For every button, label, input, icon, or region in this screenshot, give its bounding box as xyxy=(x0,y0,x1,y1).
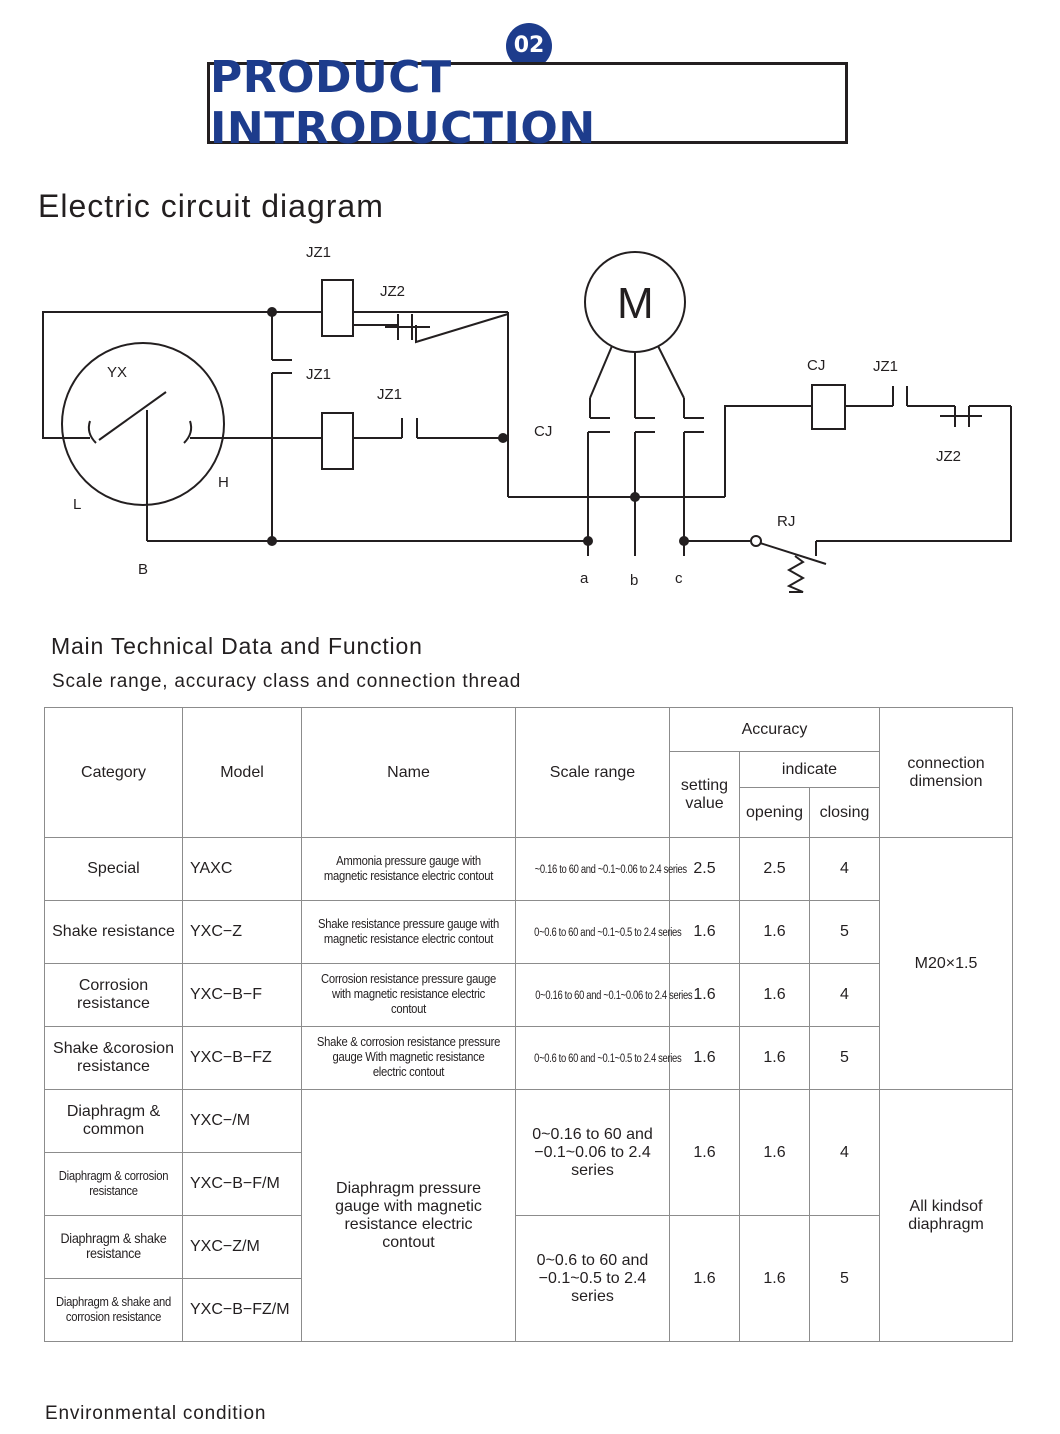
circuit-wires xyxy=(42,251,1012,593)
label-b: B xyxy=(138,561,148,578)
table-row: Diaphragm & corrosion resistance YXC−B−F… xyxy=(44,1152,1013,1216)
cell-model: YXC−/M xyxy=(182,1089,302,1153)
cell-model: YXC−B−F/M xyxy=(182,1152,302,1216)
cell-model: YXC−B−F xyxy=(182,963,302,1027)
cell-opening: 1.6 xyxy=(739,1215,810,1342)
header-model: Model xyxy=(182,707,302,838)
circuit-diagram: JZ1 JZ2 JZ1 JZ1 YX H L B CJ M CJ JZ1 JZ2… xyxy=(42,244,1012,593)
cell-opening: 1.6 xyxy=(739,1026,810,1090)
cell-model: YAXC xyxy=(182,837,302,901)
label-cj-right: CJ xyxy=(807,357,825,374)
cell-scale: 0~0.6 to 60 and −0.1~0.5 to 2.4 series xyxy=(515,1215,670,1342)
cell-scale: 0~0.6 to 60 and ~0.1~0.5 to 2.4 series xyxy=(515,900,682,964)
cell-category: Special xyxy=(44,837,183,901)
cell-closing: 4 xyxy=(808,963,881,1027)
cell-name: Shake resistance pressure gauge with mag… xyxy=(301,900,516,964)
table-row: Diaphragm & shake resistance YXC−Z/M 0~0… xyxy=(44,1215,1013,1342)
cell-model: YXC−Z xyxy=(182,900,302,964)
label-cj-left: CJ xyxy=(534,423,552,440)
cell-closing: 5 xyxy=(808,900,881,964)
label-yx: YX xyxy=(107,364,127,381)
table-row: Corrosion resistance YXC−B−F Corrosion r… xyxy=(44,963,1013,1027)
table-row: Special YAXC Ammonia pressure gauge with… xyxy=(44,837,1014,1090)
cell-opening: 2.5 xyxy=(739,837,810,901)
cell-closing: 5 xyxy=(808,1215,881,1342)
cell-diaphragm-name: Diaphragm pressure gauge with magnetic r… xyxy=(301,1089,516,1342)
label-jz1-top: JZ1 xyxy=(306,244,331,261)
cell-opening: 1.6 xyxy=(739,900,810,964)
cell-scale: ~0.16 to 60 and ~0.1~0.06 to 2.4 series xyxy=(515,837,687,901)
tech-heading: Main Technical Data and Function xyxy=(51,633,423,659)
label-jz2-right: JZ2 xyxy=(936,448,961,465)
label-phase-c: c xyxy=(675,570,683,587)
tech-subheading: Scale range, accuracy class and connecti… xyxy=(52,671,522,692)
cell-model: YXC−Z/M xyxy=(182,1215,302,1279)
header-accuracy: Accuracy xyxy=(668,707,881,752)
table-row: Diaphragm & common YXC−/M Diaphragm pres… xyxy=(44,1089,1014,1342)
cell-scale: 0~0.16 to 60 and −0.1~0.06 to 2.4 series xyxy=(515,1089,670,1216)
label-jz1-low: JZ1 xyxy=(377,386,402,403)
cell-closing: 4 xyxy=(808,1089,881,1216)
header-opening: opening xyxy=(739,787,810,838)
label-jz2-top: JZ2 xyxy=(380,283,405,300)
label-phase-b: b xyxy=(630,572,638,589)
cell-opening: 1.6 xyxy=(739,1089,810,1216)
cell-name: Shake & corrosion resistance pressure ga… xyxy=(301,1026,516,1090)
cell-scale: 0~0.6 to 60 and ~0.1~0.5 to 2.4 series xyxy=(515,1026,682,1090)
header-connection: connection dimension xyxy=(879,707,1014,838)
label-h: H xyxy=(218,474,229,491)
cell-setting: 1.6 xyxy=(669,1026,740,1090)
label-jz1-right: JZ1 xyxy=(873,358,898,375)
cell-category: Shake &corosion resistance xyxy=(44,1026,183,1090)
cell-category: Shake resistance xyxy=(44,900,183,964)
table-row: Diaphragm & shake and corrosion resistan… xyxy=(44,1278,1013,1342)
cell-category: Diaphragm & shake resistance xyxy=(44,1215,183,1279)
label-rj: RJ xyxy=(777,513,795,530)
cell-category: Diaphragm & shake and corrosion resistan… xyxy=(44,1278,183,1342)
header-name: Name xyxy=(301,707,516,838)
cell-closing: 4 xyxy=(808,837,881,901)
header-indicate: indicate xyxy=(738,751,881,788)
circuit-heading: Electric circuit diagram xyxy=(38,188,384,224)
cell-setting: 2.5 xyxy=(669,837,740,901)
cell-category: Corrosion resistance xyxy=(44,963,183,1027)
section-number-badge: 02 xyxy=(506,23,552,69)
page-title: PRODUCT INTRODUCTION xyxy=(210,52,596,154)
table-row: Shake resistance YXC−Z Shake resistance … xyxy=(44,900,1013,964)
label-l: L xyxy=(73,496,81,513)
header-category: Category xyxy=(44,707,183,838)
cell-model: YXC−B−FZ xyxy=(182,1026,302,1090)
cell-name: Ammonia pressure gauge with magnetic res… xyxy=(301,837,516,901)
cell-setting: 1.6 xyxy=(669,1089,740,1216)
cell-opening: 1.6 xyxy=(739,963,810,1027)
cell-closing: 5 xyxy=(808,1026,881,1090)
cell-model: YXC−B−FZ/M xyxy=(182,1278,302,1342)
cell-connection-diaphragm: All kindsof diaphragm xyxy=(879,1089,1014,1342)
cell-connection-thread: M20×1.5 xyxy=(879,837,1014,1090)
spec-table: Category Model Name Scale range Accuracy… xyxy=(44,707,1014,1342)
label-motor: M xyxy=(617,279,654,328)
header-setting-value: setting value xyxy=(669,751,740,838)
header-scale-range: Scale range xyxy=(515,707,670,838)
label-phase-a: a xyxy=(580,570,589,587)
cell-category: Diaphragm & common xyxy=(44,1089,183,1153)
cell-name: Corrosion resistance pressure gauge with… xyxy=(301,963,516,1027)
cell-category: Diaphragm & corrosion resistance xyxy=(44,1152,183,1216)
cell-scale: 0~0.16 to 60 and ~0.1~0.06 to 2.4 series xyxy=(515,963,693,1027)
label-jz1-mid: JZ1 xyxy=(306,366,331,383)
header-closing: closing xyxy=(808,787,881,838)
cell-setting: 1.6 xyxy=(669,1215,740,1342)
title-frame: PRODUCT INTRODUCTION xyxy=(207,52,848,154)
circuit-junctions xyxy=(267,307,689,546)
table-row: Shake &corosion resistance YXC−B−FZ Shak… xyxy=(44,1026,1013,1090)
environment-heading: Environmental condition xyxy=(45,1403,267,1424)
